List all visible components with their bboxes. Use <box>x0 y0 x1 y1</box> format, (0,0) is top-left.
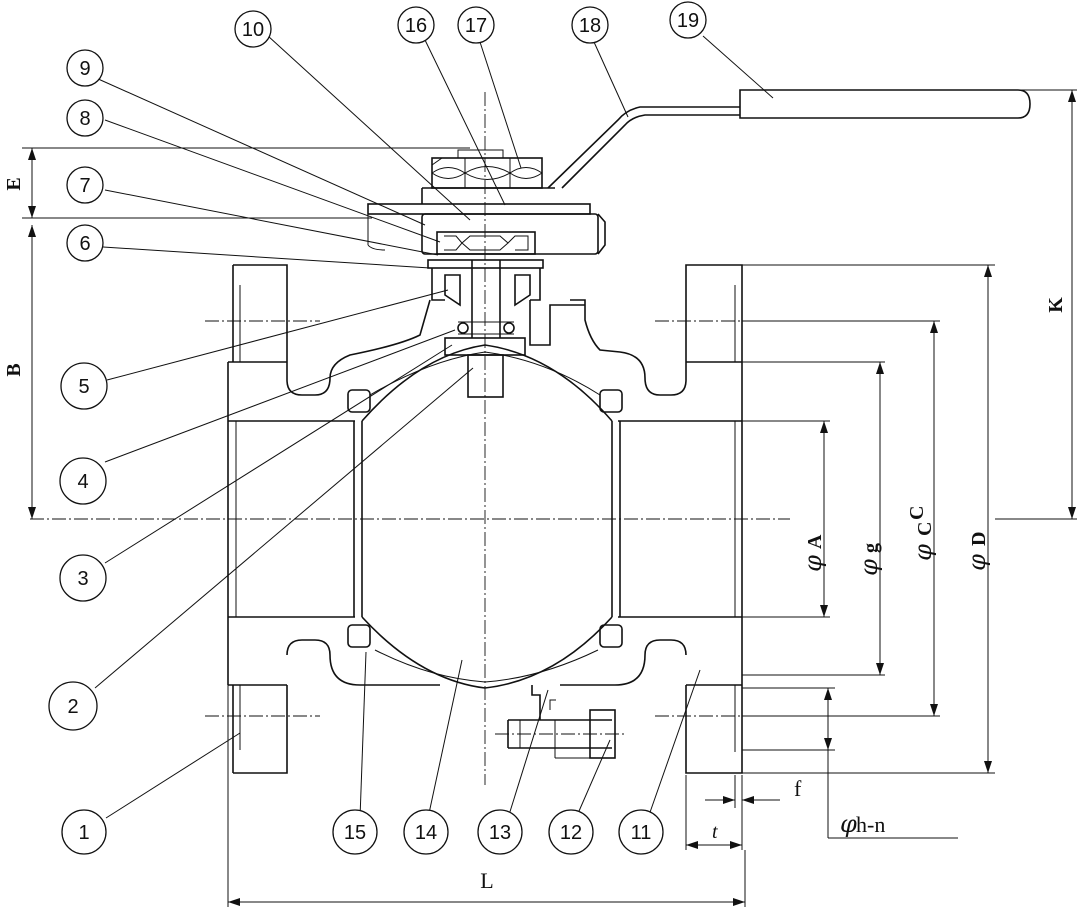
callout-bubble-13: 13 <box>477 809 523 855</box>
svg-text:10: 10 <box>242 19 264 41</box>
dim-label-E: E <box>3 177 25 190</box>
callout-bubble-11: 11 <box>618 809 664 855</box>
dim-label-L: L <box>480 868 493 893</box>
callout-bubble-6: 6 <box>66 224 104 262</box>
svg-text:16: 16 <box>405 15 427 37</box>
callout-bubble-1: 1 <box>61 809 107 855</box>
dim-label-K: K <box>1045 297 1067 313</box>
center-lines <box>30 92 790 785</box>
svg-text:7: 7 <box>79 175 90 197</box>
dimension-labels: E B K L φ A φ g φ C C φ D f t φ h-n <box>3 177 1067 893</box>
svg-text:15: 15 <box>344 822 366 844</box>
phi-symbol: φ <box>799 555 827 572</box>
phi-symbol: φ <box>963 554 991 571</box>
phi-symbol: φ <box>909 544 937 561</box>
svg-text:8: 8 <box>79 108 90 130</box>
callout-bubble-2: 2 <box>48 681 98 731</box>
svg-text:5: 5 <box>78 376 89 398</box>
dimension-lines <box>22 89 1077 907</box>
dim-label-f: f <box>794 776 802 801</box>
svg-text:6: 6 <box>79 233 90 255</box>
svg-text:2: 2 <box>67 696 78 718</box>
callout-bubble-4: 4 <box>59 457 107 505</box>
callout-bubble-15: 15 <box>332 809 378 855</box>
callout-bubble-16: 16 <box>397 6 435 44</box>
callout-bubble-9: 9 <box>66 49 104 87</box>
drain-plug <box>495 685 625 759</box>
callout-bubble-14: 14 <box>403 809 449 855</box>
svg-text:3: 3 <box>77 568 88 590</box>
callout-bubble-8: 8 <box>66 99 104 137</box>
dim-label-D: D <box>968 532 990 546</box>
dim-label-B: B <box>3 363 25 376</box>
phi-symbol: φ <box>855 559 883 576</box>
dim-label-t: t <box>712 821 718 843</box>
callout-bubble-5: 5 <box>60 362 108 410</box>
svg-text:17: 17 <box>465 15 487 37</box>
callout-bubble-3: 3 <box>59 554 107 602</box>
dim-label-C: C <box>906 506 928 520</box>
svg-text:12: 12 <box>560 822 582 844</box>
ball-and-seats <box>347 344 623 689</box>
callout-bubble-19: 19 <box>669 1 707 39</box>
right-body <box>560 264 743 774</box>
svg-text:9: 9 <box>79 58 90 80</box>
dim-label-A: A <box>804 534 826 549</box>
svg-text:4: 4 <box>77 471 88 493</box>
phi-symbol: φ <box>840 810 857 838</box>
callout-bubble-17: 17 <box>457 6 495 44</box>
callout-bubble-18: 18 <box>571 6 609 44</box>
svg-text:13: 13 <box>489 822 511 844</box>
svg-text:1: 1 <box>78 822 89 844</box>
leader-lines <box>94 35 774 819</box>
svg-text:14: 14 <box>415 822 437 844</box>
dim-label-hn: h-n <box>856 812 885 837</box>
svg-text:19: 19 <box>677 10 699 32</box>
svg-text:18: 18 <box>579 15 601 37</box>
callout-bubble-12: 12 <box>548 809 594 855</box>
dim-label-g: g <box>860 543 882 553</box>
dim-label-C: C <box>914 522 936 536</box>
callout-bubble-7: 7 <box>66 166 104 204</box>
svg-text:11: 11 <box>631 822 652 844</box>
stem-assembly <box>367 89 1031 398</box>
callout-bubble-10: 10 <box>234 10 272 48</box>
